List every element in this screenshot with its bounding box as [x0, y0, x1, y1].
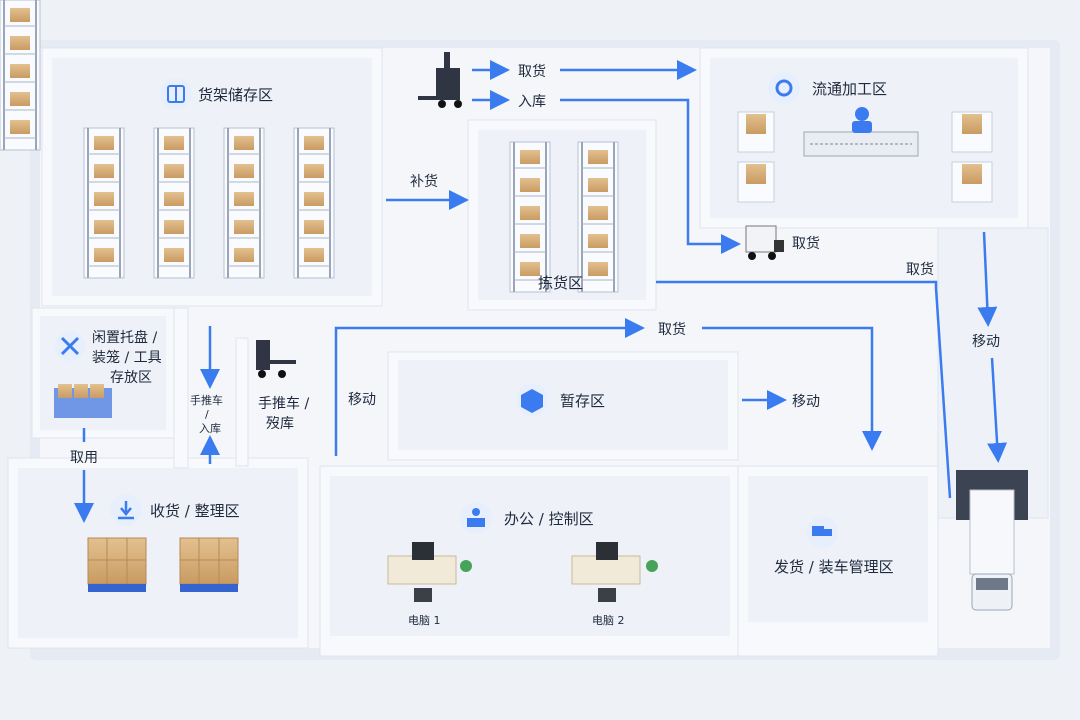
- shipping-title: 发货 / 装车管理区: [774, 558, 894, 576]
- flow-handcart-return-1: 手推车 /: [258, 395, 309, 412]
- desk-2: [571, 542, 641, 602]
- forklift-icon: [418, 52, 462, 108]
- aisle-wall-1: [173, 307, 189, 469]
- processing-title: 流通加工区: [812, 80, 887, 98]
- zone-receiving: [7, 457, 309, 649]
- desk-1: [387, 542, 457, 602]
- flow-replenish: 补货: [410, 173, 438, 190]
- temp-title: 暂存区: [560, 392, 605, 410]
- worker-icon: [855, 107, 869, 121]
- flow-move-left: 移动: [348, 392, 376, 408]
- plant-icon: [646, 560, 658, 572]
- idle-title-line-2: 装笼 / 工具: [92, 349, 162, 366]
- pc1-label: 电脑 1: [408, 614, 441, 627]
- picking-title: 拣货区: [538, 274, 583, 292]
- flow-take-goods-right: 取货: [906, 261, 934, 278]
- zone-idle: [31, 307, 175, 439]
- flow-move-temp: 移动: [792, 394, 820, 410]
- flow-fetch-use: 取用: [70, 450, 98, 466]
- rack-storage-icon: [160, 78, 192, 110]
- truck-icon: [956, 470, 1028, 611]
- tools-icon: [55, 331, 85, 361]
- zone-office: [319, 465, 741, 657]
- cube-icon: [516, 384, 548, 416]
- office-icon: [460, 502, 492, 534]
- flow-move-right: 移动: [972, 334, 1000, 350]
- plant-icon: [460, 560, 472, 572]
- pc2-label: 电脑 2: [592, 614, 625, 627]
- storage-racks: [0, 0, 41, 151]
- forklift-icon: [745, 225, 784, 260]
- flow-handcart-inbound-1: 手推车: [190, 393, 223, 407]
- flow-handcart-inbound-3: 入库: [199, 422, 221, 435]
- flow-take-goods-mid: 取货: [658, 321, 686, 338]
- idle-title-line-3: 存放区: [110, 370, 152, 386]
- truck-zone-icon: [806, 516, 838, 548]
- flow-handcart-inbound-2: /: [205, 408, 209, 421]
- download-icon: [110, 494, 142, 526]
- gear-icon: [768, 72, 800, 104]
- handcart-icon: [256, 340, 296, 378]
- flow-take-goods-forklift: 取货: [792, 235, 820, 252]
- receiving-pallets: [87, 537, 239, 592]
- office-title: 办公 / 控制区: [504, 510, 594, 528]
- aisle-wall-2: [235, 337, 249, 467]
- processing-equipment: [737, 107, 993, 203]
- idle-pallet: [54, 384, 112, 418]
- rack-storage-title: 货架储存区: [198, 86, 273, 104]
- flow-arrows: [74, 60, 1008, 523]
- flow-handcart-return-2: 歿库: [266, 416, 294, 432]
- idle-title-line-1: 闲置托盘 /: [92, 329, 157, 346]
- zone-shipping: [737, 465, 939, 657]
- receiving-title: 收货 / 整理区: [150, 502, 240, 520]
- flow-take-goods-top: 取货: [518, 63, 546, 80]
- flow-inbound-top: 入库: [518, 94, 546, 110]
- zone-temp: [387, 351, 739, 461]
